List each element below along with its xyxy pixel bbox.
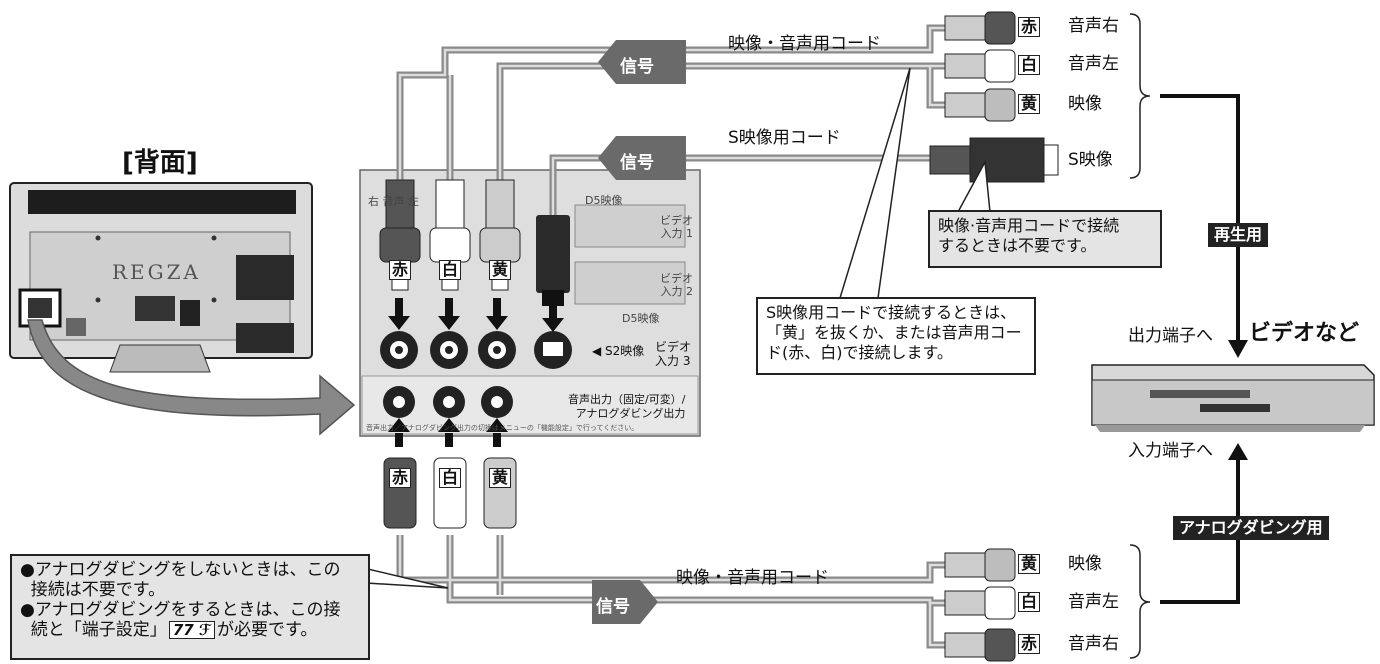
brand-logo: REGZA <box>112 260 201 284</box>
signal-label-bottom: 信号 <box>596 597 630 617</box>
tv-back <box>9 182 313 373</box>
signal-label-top: 信号 <box>620 57 654 77</box>
s-cord-label: S映像用コード <box>728 128 841 148</box>
brace-bottom <box>1129 544 1151 659</box>
plug-label-top-2: 映像 <box>1068 94 1102 114</box>
signal-arrow-top <box>598 40 686 84</box>
play-arrowhead <box>1228 340 1248 358</box>
panel-audio-out-label: 音声出力（固定/可変）/ アナログダビング出力 <box>568 393 686 420</box>
bottom-av-cable <box>396 535 945 649</box>
plug-char-top-1: 白 <box>1018 55 1041 75</box>
signal-label-middle: 信号 <box>620 153 654 173</box>
panel-plug-char-1: 白 <box>439 260 462 280</box>
plug-label-top-0: 音声右 <box>1068 16 1119 36</box>
back-label: [背面] <box>122 148 198 178</box>
leader-center <box>838 67 911 299</box>
note-left-item-1: ●アナログダビングをしないときは、この 接続は不要です。 <box>20 560 341 600</box>
plugs-bottom-right <box>944 548 1016 662</box>
dub-arrowhead <box>1228 443 1248 460</box>
device-label: ビデオなど <box>1249 321 1360 346</box>
note-center: S映像用コードで接続するときは、 「黄」を抜くか、または音声用コー ド(赤、白)… <box>756 297 1036 375</box>
s-video-cable <box>549 154 930 230</box>
note-left-item-2a: ●アナログダビングをするときは、この接 続と「端子設定」 <box>20 600 341 640</box>
note-left: ●アナログダビングをしないときは、この 接続は不要です。 ●アナログダビングをす… <box>10 554 370 660</box>
tv-arrow <box>27 319 356 436</box>
plug-char-bottom-2: 赤 <box>1018 634 1041 654</box>
bottom-plug-char-1: 白 <box>439 468 462 488</box>
av-cord-label-bottom: 映像・音声用コード <box>676 568 829 588</box>
panel-plug-char-2: 黄 <box>489 260 512 280</box>
insert-arrows <box>388 298 564 447</box>
plug-label-bottom-0: 映像 <box>1068 554 1102 574</box>
panel-d5-label: D5映像 <box>585 194 623 207</box>
plug-char-bottom-0: 黄 <box>1018 554 1041 574</box>
panel-footer-note: 音声出力／アナログダビング出力の切換はメニューの「機能設定」で行ってください。 <box>366 424 639 432</box>
signal-arrow-middle <box>598 136 686 180</box>
panel-d5-label-2: D5映像 <box>622 312 660 325</box>
input-label: 入力端子へ <box>1128 441 1213 461</box>
signal-arrow-bottom <box>592 580 658 624</box>
panel-video3-label: ビデオ 入力 3 <box>655 340 692 368</box>
page-ref-icon: 77 ℱ <box>168 621 216 639</box>
bottom-plug-char-2: 黄 <box>489 468 512 488</box>
note-top-right: 映像·音声用コードで接続 するときは不要です。 <box>928 210 1162 268</box>
panel-plug-char-0: 赤 <box>389 260 412 280</box>
panel-video1-label: ビデオ 入力 1 <box>660 214 693 240</box>
panel-top-label: 右 音声 左 <box>368 195 419 208</box>
bottom-av-cable-core <box>398 535 945 647</box>
panel-jacks <box>380 331 572 418</box>
plug-label-bottom-2: 音声右 <box>1068 634 1119 654</box>
plug-label-top-1: 音声左 <box>1068 54 1119 74</box>
s-video-label: S映像 <box>1068 150 1113 170</box>
bottom-plug-char-0: 赤 <box>389 468 412 488</box>
plugs-top-right <box>929 11 1059 183</box>
play-badge: 再生用 <box>1208 223 1269 247</box>
plug-label-bottom-1: 音声左 <box>1068 592 1119 612</box>
terminal-panel <box>359 169 701 437</box>
plug-char-top-0: 赤 <box>1018 17 1041 37</box>
output-label: 出力端子へ <box>1128 326 1213 346</box>
panel-video2-label: ビデオ 入力 2 <box>660 272 693 298</box>
av-cord-label-top: 映像・音声用コード <box>728 34 881 54</box>
dub-line <box>1160 455 1240 604</box>
video-deck <box>1091 364 1375 432</box>
brace-top <box>1129 13 1151 179</box>
note-left-item-2b: が必要です。 <box>217 620 318 640</box>
plug-char-bottom-1: 白 <box>1018 592 1041 612</box>
dub-badge: アナログダビング用 <box>1173 516 1329 540</box>
plug-char-top-2: 黄 <box>1018 94 1041 114</box>
panel-s2-label: ◀ S2映像 <box>592 344 645 358</box>
top-av-cable-core <box>398 26 945 185</box>
play-line <box>1160 94 1240 350</box>
